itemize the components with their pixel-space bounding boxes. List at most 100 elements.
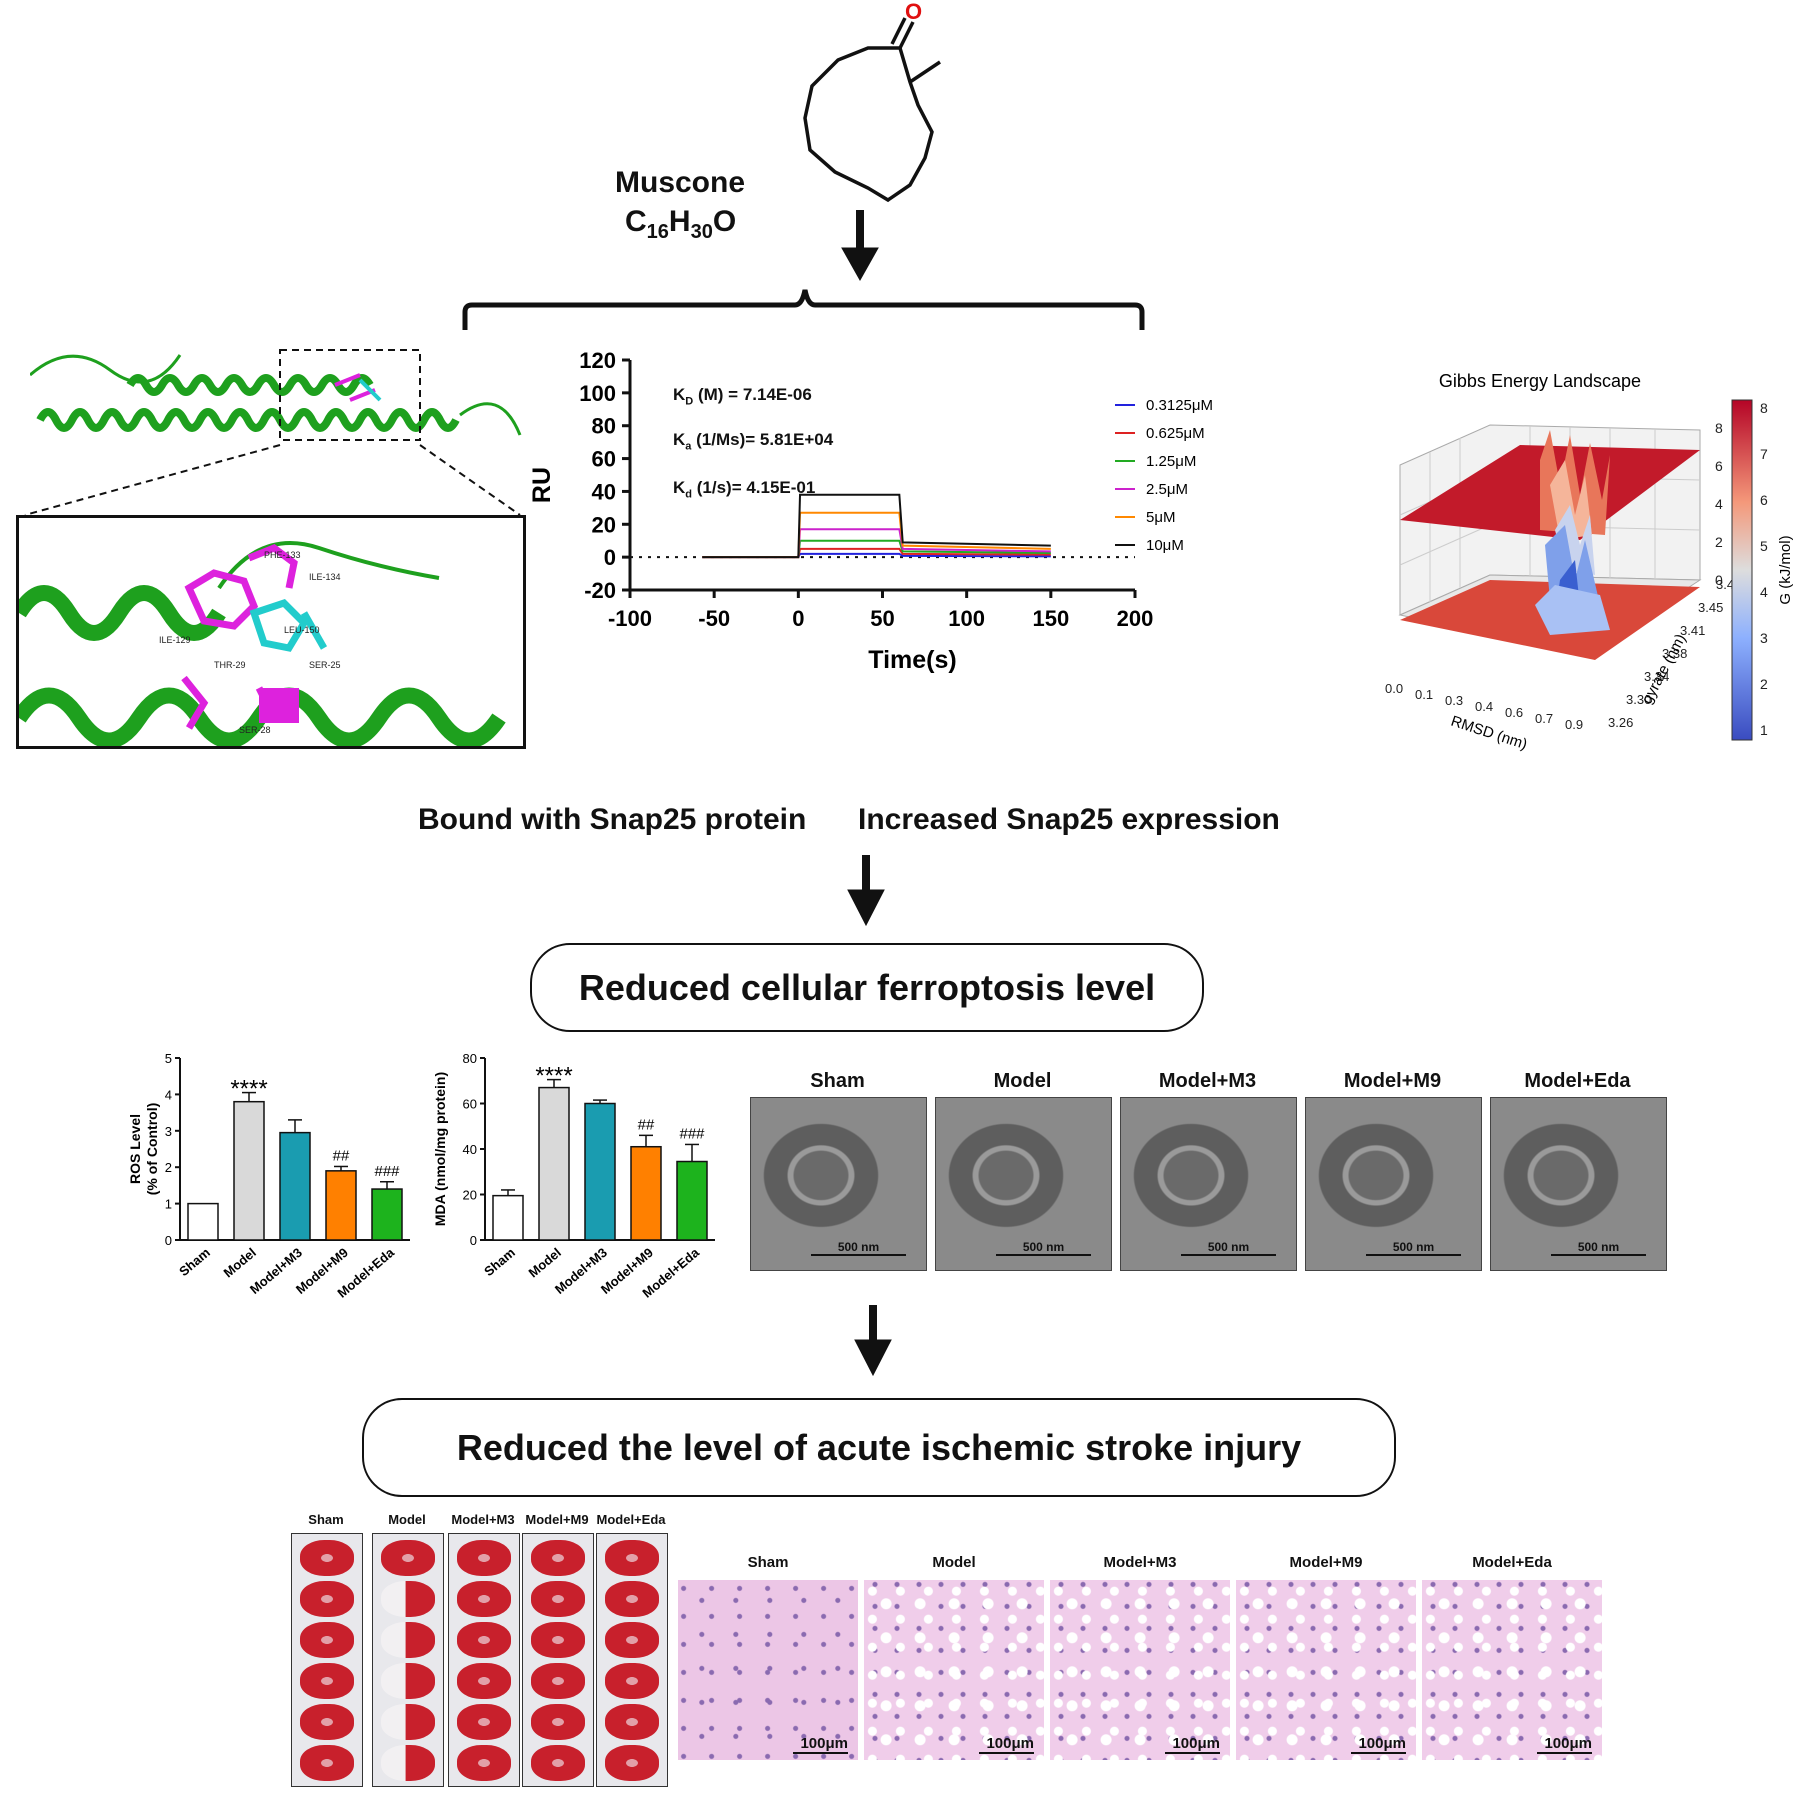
spr-xtick-label: 200 <box>1117 606 1154 631</box>
ttc-slice <box>300 1663 354 1699</box>
ros-ytick-label: 3 <box>165 1124 172 1139</box>
he-panel-label: Model+M3 <box>1103 1554 1177 1571</box>
ttc-slice <box>381 1622 435 1658</box>
mda-bar <box>584 1102 616 1241</box>
ttc-brain-slices <box>448 1533 520 1787</box>
he-scale-bar <box>1165 1752 1220 1754</box>
colorbar-tick-label: 3 <box>1760 630 1768 646</box>
mda-category-label: Sham <box>481 1245 518 1279</box>
tem-scale-label: 500 nm <box>1392 1240 1435 1254</box>
he-scale-label: 100μm <box>1358 1735 1406 1752</box>
docking-zoom-panel: PHE-133 ILE-134 ILE-129 LEU-150 THR-29 S… <box>16 515 526 749</box>
ttc-slice <box>381 1540 435 1576</box>
mda-bar <box>630 1145 662 1241</box>
he-scale-bar <box>793 1752 848 1754</box>
spr-xtick-label: 150 <box>1032 606 1069 631</box>
ttc-brain-slices <box>522 1533 594 1787</box>
tem-image: 500 nm <box>1490 1097 1667 1271</box>
tem-scale-bar <box>811 1254 906 1256</box>
arrow-1 <box>841 210 879 282</box>
colorbar <box>1731 399 1753 741</box>
residue-label: ILE-134 <box>309 572 341 582</box>
ttc-slice <box>300 1704 354 1740</box>
spr-xtick-label: -50 <box>698 606 730 631</box>
gibbs-ztick-label: 2 <box>1715 534 1723 550</box>
ttc-slice <box>300 1622 354 1658</box>
mda-ytick-label: 20 <box>463 1188 477 1203</box>
molecule-name: Muscone <box>615 166 746 199</box>
mda-ytick-label: 40 <box>463 1142 477 1157</box>
colorbar-tick-label: 8 <box>1760 400 1768 416</box>
ttc-slice <box>605 1622 659 1658</box>
mda-ytick-label: 0 <box>470 1233 477 1248</box>
ros-category-label: Model <box>221 1245 259 1281</box>
ttc-slice <box>605 1704 659 1740</box>
gibbs-xtick-label: 0.0 <box>1385 681 1403 696</box>
mda-significance: ## <box>638 1116 655 1133</box>
ttc-slice <box>381 1663 435 1699</box>
ros-bar <box>371 1188 403 1241</box>
gibbs-ytick-label: 3.41 <box>1680 623 1705 638</box>
ttc-slice <box>457 1540 511 1576</box>
ros-bar <box>187 1202 219 1241</box>
spr-xtick-label: 0 <box>792 606 804 631</box>
ros-ytick-label: 4 <box>165 1087 172 1102</box>
he-panel-label: Sham <box>747 1554 789 1571</box>
gibbs-ytick-label: 3.34 <box>1644 669 1669 684</box>
spr-xtick-label: -100 <box>608 606 652 631</box>
tem-panel-label: Sham <box>810 1070 865 1092</box>
ttc-brain-slices <box>291 1533 363 1787</box>
ros-category-label: Sham <box>176 1245 213 1279</box>
ttc-slice <box>381 1581 435 1617</box>
he-panel-label: Model+M9 <box>1289 1554 1363 1571</box>
tem-scale-label: 500 nm <box>1022 1240 1065 1254</box>
ros-bar <box>233 1100 265 1241</box>
ttc-slice <box>605 1581 659 1617</box>
ttc-slice <box>531 1663 585 1699</box>
ttc-slice <box>605 1745 659 1781</box>
ttc-slice <box>531 1704 585 1740</box>
residue-label: THR-29 <box>214 660 246 670</box>
spr-ytick-label: 100 <box>579 381 616 406</box>
ttc-slice <box>300 1581 354 1617</box>
ttc-slice <box>531 1622 585 1658</box>
he-panel-label: Model+Eda <box>1472 1554 1552 1571</box>
spr-ylabel: RU <box>530 467 556 503</box>
he-image: 100μm <box>864 1580 1044 1760</box>
ros-bar <box>279 1131 311 1241</box>
stroke-box: Reduced the level of acute ischemic stro… <box>362 1398 1396 1497</box>
tem-scale-bar <box>1366 1254 1461 1256</box>
gibbs-xtick-label: 0.3 <box>1445 693 1463 708</box>
snap25-protein-overview <box>30 349 522 441</box>
he-panel-label: Model <box>932 1554 976 1571</box>
he-scale-label: 100μm <box>1172 1735 1220 1752</box>
ttc-panel-label: Model+Eda <box>596 1512 666 1527</box>
spr-xtick-label: 50 <box>870 606 894 631</box>
he-scale-bar <box>1351 1752 1406 1754</box>
tem-image: 500 nm <box>750 1097 927 1271</box>
residue-label: LEU-150 <box>284 625 320 635</box>
gibbs-xtick-label: 0.7 <box>1535 711 1553 726</box>
ttc-panel-label: Model+M9 <box>525 1512 589 1527</box>
he-scale-label: 100μm <box>1544 1735 1592 1752</box>
tem-image: 500 nm <box>1120 1097 1297 1271</box>
gibbs-ytick-label: 3.26 <box>1608 715 1633 730</box>
kd-equilibrium-text: KD (M) = 7.14E-06 <box>673 385 812 408</box>
gibbs-xtick-label: 0.1 <box>1415 687 1433 702</box>
ttc-panel-label: Model <box>388 1512 426 1527</box>
colorbar-label: G (kJ/mol) <box>1777 535 1794 604</box>
spr-ytick-label: 80 <box>592 414 616 439</box>
spr-ytick-label: 0 <box>604 545 616 570</box>
ttc-panel-label: Sham <box>308 1512 344 1527</box>
ros-ylabel: ROS Level <box>127 1114 143 1184</box>
gibbs-xtick-label: 0.4 <box>1475 699 1493 714</box>
mda-significance: **** <box>535 1063 572 1090</box>
mda-category-label: Model <box>526 1245 564 1281</box>
muscone-structure: O <box>803 0 941 203</box>
gibbs-ztick-label: 4 <box>1715 496 1723 512</box>
ttc-slice <box>605 1663 659 1699</box>
spr-xlabel: Time(s) <box>868 646 956 674</box>
